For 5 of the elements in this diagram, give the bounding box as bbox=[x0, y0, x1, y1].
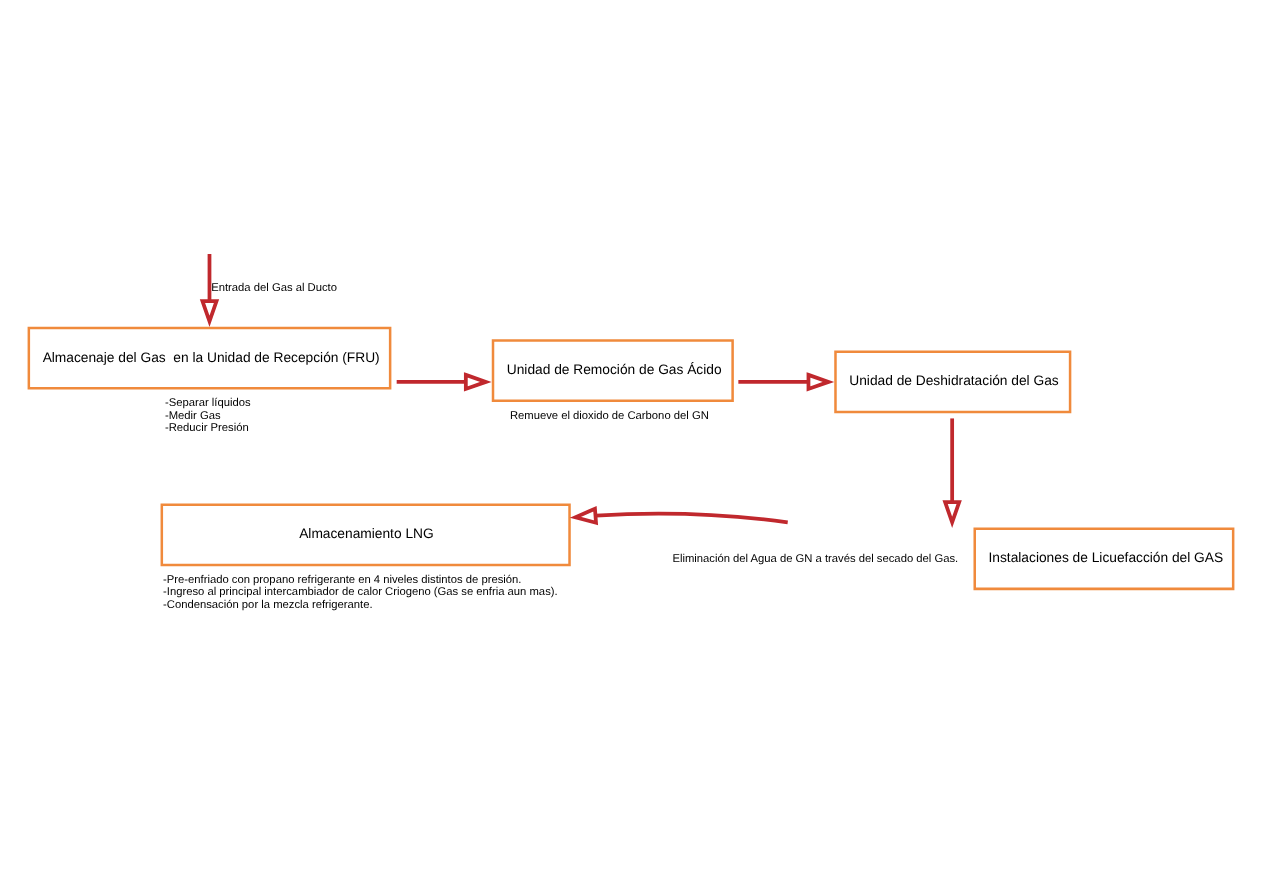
arrow bbox=[942, 418, 962, 528]
arrow bbox=[199, 254, 220, 327]
arrow bbox=[569, 505, 788, 526]
arrow bbox=[396, 372, 492, 392]
arrow bbox=[738, 372, 835, 392]
